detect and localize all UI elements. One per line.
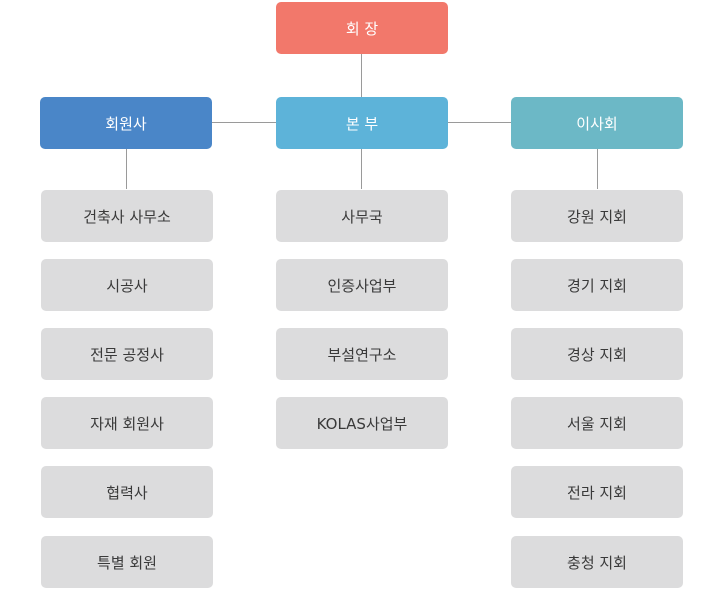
board-node: 이사회 xyxy=(511,97,683,149)
hq-item: KOLAS사업부 xyxy=(276,397,448,449)
members-item: 자재 회원사 xyxy=(41,397,213,449)
hq-item: 사무국 xyxy=(276,190,448,242)
connector-chairman-hq xyxy=(361,53,362,97)
members-node: 회원사 xyxy=(40,97,212,149)
members-item: 건축사 사무소 xyxy=(41,190,213,242)
connector-board-down xyxy=(597,149,598,189)
board-item: 경기 지회 xyxy=(511,259,683,311)
board-item: 강원 지회 xyxy=(511,190,683,242)
connector-hq-down xyxy=(361,149,362,189)
chairman-node: 회 장 xyxy=(276,2,448,54)
members-item: 전문 공정사 xyxy=(41,328,213,380)
board-item: 전라 지회 xyxy=(511,466,683,518)
board-item: 서울 지회 xyxy=(511,397,683,449)
members-item: 협력사 xyxy=(41,466,213,518)
board-item: 충청 지회 xyxy=(511,536,683,588)
hq-item: 인증사업부 xyxy=(276,259,448,311)
connector-members-down xyxy=(126,149,127,189)
hq-node: 본 부 xyxy=(276,97,448,149)
hq-item: 부설연구소 xyxy=(276,328,448,380)
members-item: 시공사 xyxy=(41,259,213,311)
members-item: 특별 회원 xyxy=(41,536,213,588)
board-item: 경상 지회 xyxy=(511,328,683,380)
